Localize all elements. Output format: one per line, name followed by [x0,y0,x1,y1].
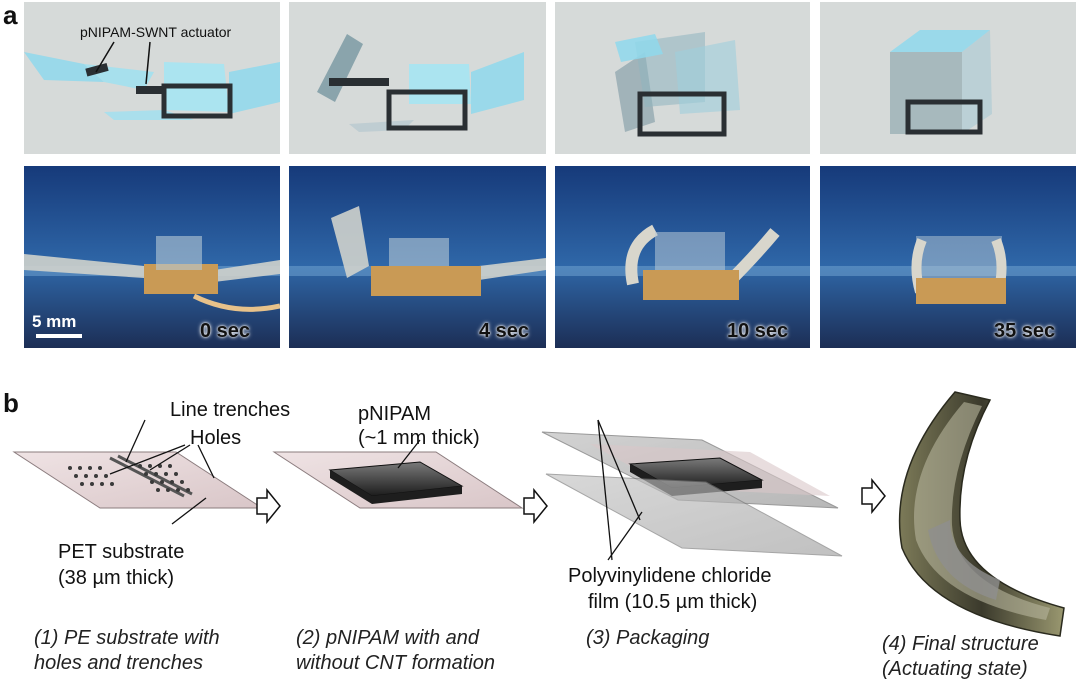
render-illustration-3 [615,32,740,137]
photo-panel-2: 4 sec [289,166,546,348]
step-4-final-structure [898,391,1065,637]
caption-step-2-line-2: without CNT formation [296,652,495,674]
render-illustration-4 [890,30,992,135]
caption-step-3: (3) Packaging [586,626,709,651]
panel-b-letter: b [3,388,19,418]
label-pet-thickness: (38 µm thick) [58,567,174,589]
label-pvdc-film: Polyvinylidene chloride [568,565,772,587]
caption-step-1-line-2: holes and trenches [34,652,204,674]
render-panel-2 [289,2,546,154]
photo-panel-1: 5 mm 0 sec [24,166,280,348]
photo-panel-3: 10 sec [555,166,810,348]
render-panel-3 [555,2,810,154]
label-line-trenches: Line trenches [170,399,291,421]
step-arrow-3 [861,477,886,515]
step-arrow-2 [523,487,548,525]
time-label-4: 35 sec [994,320,1056,342]
label-pnipam: pNIPAM [358,403,431,425]
label-pnipam-thickness: (~1 mm thick) [358,427,480,449]
step-arrow-1 [256,487,281,525]
caption-step-4: (4) Final structure (Actuating state) [882,632,1039,682]
caption-step-4-line-2: (Actuating state) [882,658,1028,680]
photo-illustration-3 [555,166,810,348]
scale-bar-label: 5 mm [32,312,77,331]
photo-panel-4: 35 sec [820,166,1076,348]
scale-bar [36,334,82,338]
panel-a-letter: a [3,0,18,30]
render-panel-4 [820,2,1076,154]
caption-step-4-line-1: (4) Final structure [882,633,1039,655]
caption-step-3-line-1: (3) Packaging [586,627,710,649]
time-label-2: 4 sec [479,320,530,342]
time-label-1: 0 sec [200,320,251,342]
label-pet-substrate: PET substrate [58,541,185,563]
step-3-packaging [541,419,843,561]
caption-step-2-line-1: (2) pNIPAM with and [296,627,480,649]
step-2-pnipam [272,439,524,509]
label-pvdc-thickness: film (10.5 µm thick) [588,591,758,613]
photo-illustration-4 [820,166,1076,348]
render-panel-1: pNIPAM-SWNT actuator [24,2,280,154]
photo-illustration-2 [289,166,546,348]
caption-step-1: (1) PE substrate with holes and trenches [34,626,220,676]
time-label-3: 10 sec [727,320,789,342]
render-illustration-2 [317,34,524,132]
caption-step-1-line-1: (1) PE substrate with [34,627,220,649]
label-holes: Holes [190,427,242,449]
caption-step-2: (2) pNIPAM with and without CNT formatio… [296,626,495,676]
photo-illustration-1 [24,166,280,348]
actuator-label: pNIPAM-SWNT actuator [80,24,232,40]
render-illustration-1 [24,41,280,120]
